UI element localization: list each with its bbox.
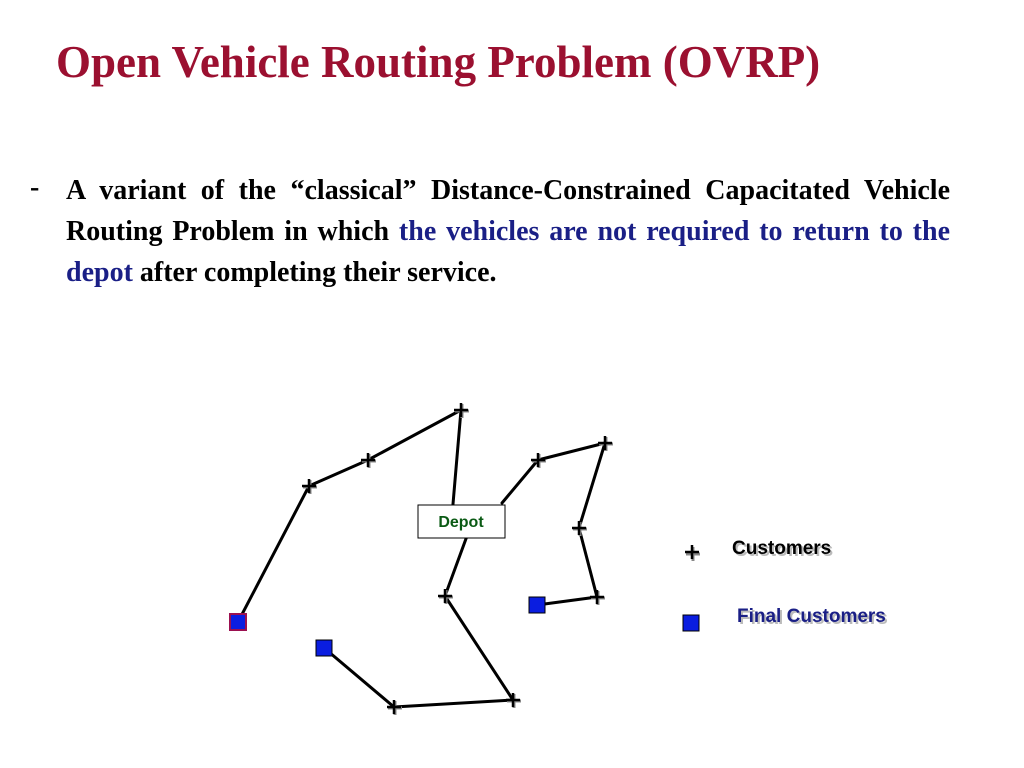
bullet-text: A variant of the “classical” Distance-Co… bbox=[66, 170, 950, 293]
legend-final-shadow: Final Customers bbox=[739, 608, 888, 629]
legend-customers-label: Customers bbox=[732, 538, 831, 559]
legend: Customers Customers Final Customers Fina… bbox=[682, 538, 888, 632]
final-customer-marker bbox=[229, 613, 247, 631]
bullet-text-highlight: the vehicles are not required to return … bbox=[66, 216, 950, 288]
bullet-text-part1: A variant of the “classical” Distance-Co… bbox=[66, 175, 950, 247]
route-right bbox=[500, 441, 607, 607]
customer-marker bbox=[590, 590, 605, 605]
customer-marker bbox=[387, 700, 402, 715]
legend-final-customer-icon bbox=[682, 614, 700, 632]
depot-label: Depot bbox=[438, 514, 484, 531]
slide-title: Open Vehicle Routing Problem (OVRP) bbox=[56, 37, 821, 87]
customer-marker bbox=[572, 521, 587, 536]
legend-final-customers-label: Final Customers bbox=[737, 606, 886, 627]
route-bottom bbox=[321, 534, 515, 709]
bullet-marker: - bbox=[30, 172, 40, 203]
depot: Depot bbox=[417, 504, 506, 539]
final-customer-marker bbox=[315, 639, 333, 657]
bullet-text-part2: after completing their service. bbox=[132, 257, 497, 288]
routing-diagram: Depot Customers Customers Final Customer… bbox=[229, 403, 888, 715]
legend-customers-shadow: Customers bbox=[734, 540, 833, 561]
customer-marker bbox=[302, 479, 317, 494]
customer-marker bbox=[598, 436, 613, 451]
customer-markers bbox=[302, 403, 613, 715]
final-customer-marker bbox=[528, 596, 546, 614]
customer-marker bbox=[454, 403, 469, 418]
customer-marker bbox=[531, 453, 546, 468]
depot-box bbox=[417, 504, 506, 539]
customer-marker bbox=[438, 589, 453, 604]
customer-marker bbox=[506, 693, 521, 708]
legend-customer-icon bbox=[685, 545, 700, 561]
customer-marker bbox=[361, 453, 376, 468]
